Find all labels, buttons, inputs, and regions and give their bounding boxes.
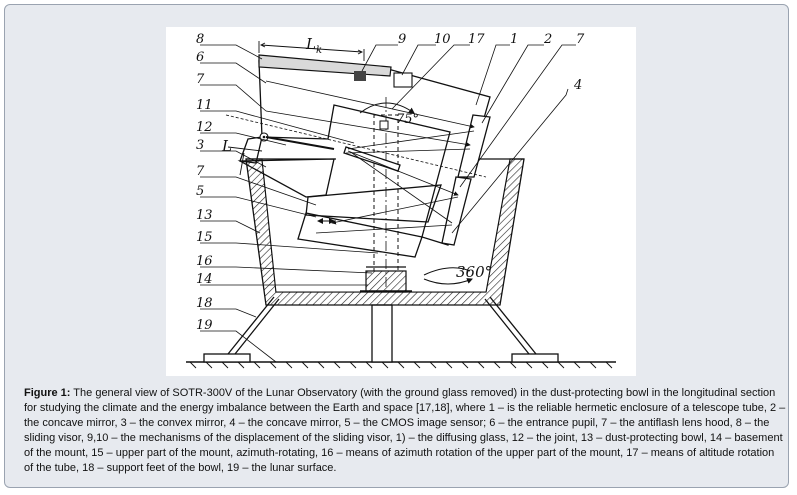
label-9: 9 [398,32,406,47]
label-18: 18 [196,296,213,311]
label-13: 13 [196,208,213,223]
label-75-deg: 75° [396,112,419,127]
label-10: 10 [434,32,451,47]
mount [360,97,412,293]
label-16: 16 [196,254,213,269]
caption-label: Figure 1: [24,387,71,399]
label-2: 2 [543,32,552,47]
label-360-deg: 360° [456,263,492,281]
label-7-mid: 7 [196,164,205,179]
label-8: 8 [196,32,204,47]
azimuth-arc [423,267,473,285]
label-11: 11 [196,98,213,113]
dimension-lk [258,41,365,61]
label-14: 14 [196,272,213,287]
label-4: 4 [573,78,582,93]
lunar-surface [186,361,616,369]
label-7-top: 7 [196,72,205,87]
label-1: 1 [510,32,518,47]
label-12: 12 [196,120,213,135]
label-3: 3 [196,138,204,153]
figure-caption: Figure 1: The general view of SOTR-300V … [24,386,786,476]
label-15: 15 [196,230,213,245]
technical-drawing: 8 6 7 11 12 3 7 5 13 15 16 14 18 19 9 10… [166,27,636,376]
label-19: 19 [196,318,213,333]
leader-lines [200,44,576,363]
figure-frame: 8 6 7 11 12 3 7 5 13 15 16 14 18 19 9 10… [4,4,789,488]
drawing-svg: 8 6 7 11 12 3 7 5 13 15 16 14 18 19 9 10… [186,32,616,369]
dimension-l [227,146,263,176]
label-7-right: 7 [576,32,585,47]
altitude-arc [359,102,415,114]
label-17: 17 [468,32,485,47]
label-6: 6 [196,50,204,65]
sliding-visor [258,54,413,88]
caption-text: The general view of SOTR-300V of the Lun… [24,387,786,474]
label-5: 5 [196,184,204,199]
telescope-tube [237,60,491,258]
support-feet [203,296,559,363]
label-l: L [221,137,232,155]
label-lk: Lk [305,35,322,56]
optical-rays [225,80,487,234]
